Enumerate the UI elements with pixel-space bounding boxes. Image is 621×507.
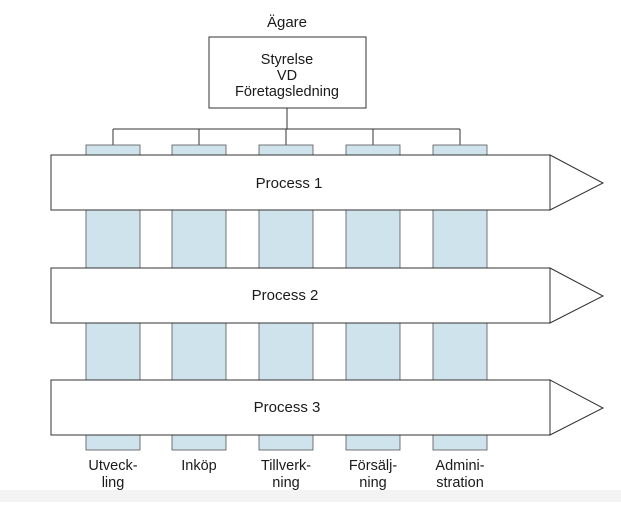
process-1-arrowhead xyxy=(549,154,605,211)
process-2-label: Process 2 xyxy=(252,287,319,304)
department-labels: Utveck- ling Inköp Tillverk- ning Försäl… xyxy=(88,458,484,491)
department-label-inkop-line1: Inköp xyxy=(181,458,216,474)
process-3-arrowhead xyxy=(549,379,605,436)
process-2-body xyxy=(50,267,551,324)
process-arrow-1: Process 1 xyxy=(50,154,605,211)
department-label-administration-line2: stration xyxy=(436,475,484,491)
department-label-administration-line1: Admini- xyxy=(435,458,484,474)
connector-lines xyxy=(112,108,461,145)
department-label-tillverkning-line2: ning xyxy=(272,475,299,491)
board-box xyxy=(208,36,367,109)
department-label-forsaljning-line2: ning xyxy=(359,475,386,491)
department-label-utveckling-line1: Utveck- xyxy=(88,458,137,474)
board-line-styrelse: Styrelse xyxy=(261,52,313,68)
board-line-vd: VD xyxy=(277,68,297,84)
process-2-arrowhead xyxy=(549,267,605,324)
process-arrow-3: Process 3 xyxy=(50,379,605,436)
department-label-tillverkning-line1: Tillverk- xyxy=(261,458,311,474)
bottom-strip xyxy=(0,490,621,502)
process-3-body xyxy=(50,379,551,436)
owner-label: Ägare xyxy=(267,14,307,31)
process-3-label: Process 3 xyxy=(254,399,321,416)
board-line-foretagsledning: Företagsledning xyxy=(235,84,339,100)
department-label-utveckling-line2: ling xyxy=(102,475,125,491)
process-1-label: Process 1 xyxy=(256,175,323,192)
department-label-forsaljning-line1: Försälj- xyxy=(349,458,398,474)
process-arrow-2: Process 2 xyxy=(50,267,605,324)
